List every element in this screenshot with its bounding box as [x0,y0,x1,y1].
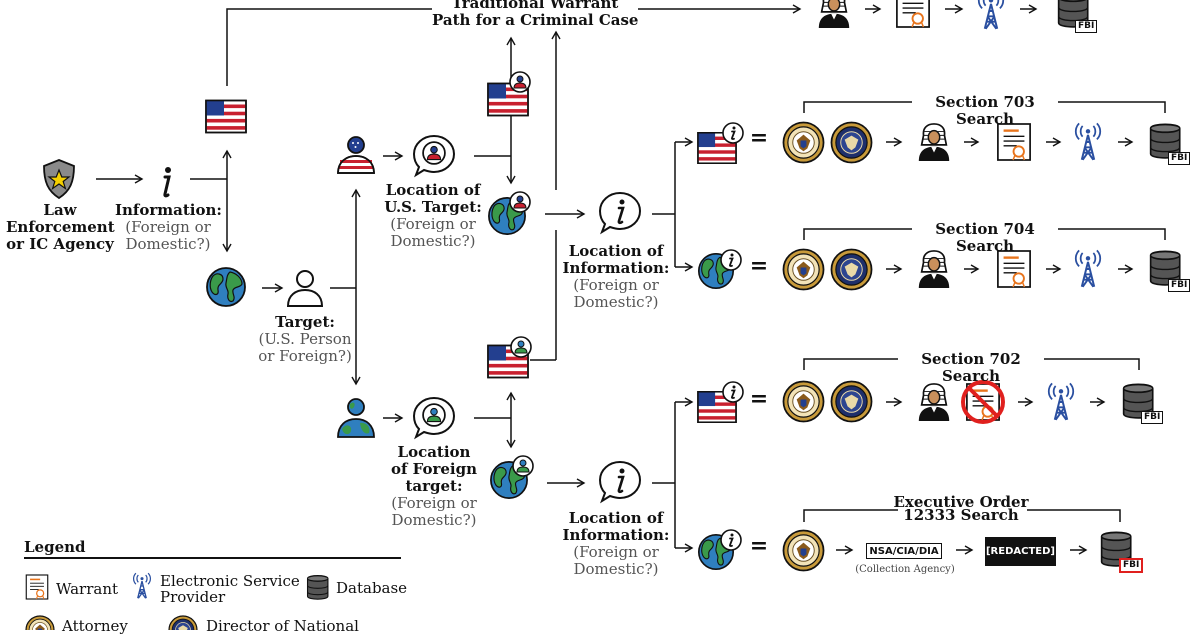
person-icon [510,336,532,358]
legend-title: Legend [24,538,86,556]
judge-icon [917,123,951,162]
legend-warrant: Warrant [56,580,119,598]
fbi-redbox [1119,558,1143,573]
person-icon [422,141,446,165]
judge-icon [917,383,951,422]
person-icon [509,191,531,213]
seal-icon [782,248,825,291]
seal-icon [25,615,55,630]
warrant-icon [996,122,1032,162]
seal-icon [830,380,873,423]
fbi-tag: FBI [1141,411,1164,424]
location-us-target-sub: (Foreign or Domestic?) [390,215,476,250]
equals-sign: = [749,386,769,412]
location-foreign-target-title: Location of Foreign target: [390,443,478,495]
legend-dni: Director of National [206,617,359,635]
tower-icon [132,572,152,599]
info-icon [722,381,744,403]
section-704-title: Section 704 Search [935,220,1035,255]
law-enforcement-label: Law Enforcement or IC Agency [6,201,115,253]
legend-divider [24,557,401,559]
equals-sign: = [749,253,769,279]
location-us-target-title: Location of U.S. Target: [384,181,482,216]
info-bubble-icon [598,460,642,503]
fbi-tag: FBI [1168,152,1191,165]
tower-icon [977,0,1005,30]
target-sub: (U.S. Person or Foreign?) [258,330,352,365]
tower-icon [1074,122,1102,161]
section-703-title: Section 703 Search [935,93,1035,128]
info-bubble-icon [598,191,642,234]
legend-esp: Electronic Service Provider [160,572,300,606]
seal-icon [830,248,873,291]
globe-icon [206,267,246,307]
eo-12333-title: Executive Order 12333 Search [893,493,1029,524]
fbi-tag: FBI [1123,560,1140,570]
info-icon [720,529,742,551]
location-info-title-2: Location of Information: [562,509,670,544]
us-person-icon [337,136,375,174]
fbi-tag: FBI [1168,279,1191,292]
judge-icon [917,250,951,289]
info-icon [722,122,744,144]
collection-agency-box: NSA/CIA/DIA [866,543,942,559]
tower-icon [1074,249,1102,288]
legend-attorney: Attorney [62,617,128,635]
flag-icon [205,99,247,134]
section-702-title: Section 702 Search [921,350,1021,385]
location-info-sub-1: (Foreign or Domestic?) [573,276,659,311]
seal-icon [168,615,198,630]
warrant-icon [25,574,49,600]
judge-icon [817,0,851,29]
information-sub: (Foreign or Domestic?) [125,218,211,253]
location-foreign-target-sub: (Foreign or Domestic?) [391,494,477,529]
traditional-path-title: Traditional Warrant Path for a Criminal … [432,0,638,29]
globe-person-icon [337,398,375,438]
info-icon [163,166,173,198]
warrant-icon [895,0,931,29]
person-icon [422,403,446,427]
tower-icon [1047,382,1075,421]
information-title: Information: [115,201,222,219]
no-warrant-icon [961,380,1005,424]
fbi-tag: FBI [1075,20,1098,33]
person-icon [512,455,534,477]
connector-lines [96,4,1166,555]
equals-sign: = [749,125,769,151]
seal-icon [782,121,825,164]
person-icon [509,71,531,93]
seal-icon [782,529,825,572]
equals-sign: = [749,533,769,559]
location-info-sub-2: (Foreign or Domestic?) [573,543,659,578]
badge-icon [43,159,75,199]
collection-agency-sub: (Collection Agency) [855,564,955,575]
target-title: Target: [275,313,335,331]
seal-icon [782,380,825,423]
seal-icon [830,121,873,164]
redacted-box: [REDACTED] [985,537,1056,566]
person-icon [287,270,323,307]
legend-database: Database [336,579,408,597]
warrant-icon [996,249,1032,289]
info-icon [720,249,742,271]
database-icon [306,574,329,600]
location-info-title-1: Location of Information: [562,242,670,277]
